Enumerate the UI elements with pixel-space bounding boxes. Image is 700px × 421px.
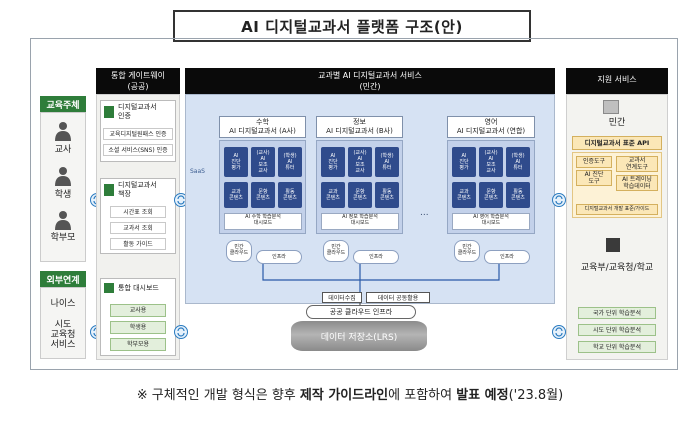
tile-question-content: 문항 콘텐츠: [479, 182, 503, 208]
center-header: 교과별 AI 디지털교과서 서비스 (민간): [185, 68, 555, 94]
public-cloud-infra: 공공 클라우드 인프라: [306, 305, 416, 319]
auth-item: 교육디지털원패스 인증: [103, 128, 173, 140]
tile-ai-assistant: (교사) AI 보조 교사: [348, 147, 372, 177]
government-label: 교육부/교육청/학교: [580, 263, 654, 273]
footnote-announce: 발표 예정: [456, 388, 509, 403]
private-infra: 인프라: [256, 250, 302, 264]
support-header: 지원 서비스: [566, 68, 668, 94]
tile-ai-diagnosis: AI 진단 평가: [452, 147, 476, 177]
sync-icon: [552, 193, 566, 207]
government-building-icon: [606, 238, 620, 252]
tile-activity-content: 활동 콘텐츠: [278, 182, 302, 208]
tile-ai-diagnosis: AI 진단 평가: [321, 147, 345, 177]
dashboard-item: 학생용: [110, 321, 166, 334]
tile-activity-content: 활동 콘텐츠: [506, 182, 530, 208]
private-cloud: 민간 클라우드: [323, 240, 349, 262]
footnote: ※ 구체적인 개발 형식은 향후 제작 가이드라인에 포함하여 발표 예정('2…: [0, 384, 700, 403]
subject-title-english: 영어 AI 디지털교과서 (연합): [447, 116, 535, 138]
external-link-label: 외부연계: [40, 271, 86, 287]
api-ai-training-data: AI 트레이닝 학습데이터: [616, 175, 658, 191]
private-infra: 인프라: [353, 250, 399, 264]
subject-title-info: 정보 AI 디지털교과서 (B사): [316, 116, 403, 138]
standard-api-title: 디지털교과서 표준 API: [572, 136, 662, 150]
auth-card-title: 디지털교과서 인증: [118, 103, 157, 120]
subject-dashboard: AI 수학 학습분석 대시보드: [224, 213, 302, 230]
building-icon: [603, 100, 619, 114]
bookshelf-item: 시간표 조회: [110, 206, 166, 218]
auth-item: 소셜 서비스(SNS) 인증: [103, 144, 173, 156]
student-person-icon: [55, 167, 71, 186]
tile-course-content: 교과 콘텐츠: [224, 182, 248, 208]
bookshelf-icon: [104, 184, 114, 196]
tile-activity-content: 활동 콘텐츠: [375, 182, 399, 208]
bookshelf-item: 교과서 조회: [110, 222, 166, 234]
school-analysis: 학교 단위 학습분석: [578, 341, 656, 353]
bookshelf-item: 활동 가이드: [110, 238, 166, 250]
sync-icon: [174, 325, 188, 339]
external-panel: [40, 287, 86, 359]
external-office: 시도 교육청 서비스: [50, 320, 76, 350]
more-subjects-ellipsis: ...: [420, 208, 429, 218]
private-cloud: 민간 클라우드: [226, 240, 252, 262]
api-auth-tool: 인증도구: [576, 156, 612, 168]
tile-question-content: 문항 콘텐츠: [251, 182, 275, 208]
sync-icon: [552, 325, 566, 339]
tile-question-content: 문항 콘텐츠: [348, 182, 372, 208]
api-dev-guide: 디지털교과서 개발 표준/가이드: [576, 204, 658, 215]
private-label: 민간: [608, 118, 626, 128]
private-cloud: 민간 클라우드: [454, 240, 480, 262]
diagram-frame: [30, 38, 678, 370]
dashboard-item: 학부모용: [110, 338, 166, 351]
lrs-storage: 데이터 저장소(LRS): [291, 321, 427, 351]
actor-student: 학생: [54, 190, 72, 200]
dashboard-card-title: 통합 대시보드: [118, 284, 159, 292]
data-share-label: 데이터 공동활용: [366, 292, 430, 303]
footnote-prefix: ※ 구체적인 개발 형식은 향후: [136, 388, 300, 403]
tile-course-content: 교과 콘텐츠: [321, 182, 345, 208]
provincial-analysis: 시도 단위 학습분석: [578, 324, 656, 336]
data-collect-label: 데이터수집: [322, 292, 362, 303]
subject-title-math: 수학 AI 디지털교과서 (A사): [219, 116, 306, 138]
tile-ai-tutor: (학생) AI 튜터: [375, 147, 399, 177]
api-ai-diagnosis-tool: AI 진단 도구: [576, 170, 612, 186]
external-neis: 나이스: [50, 299, 76, 309]
api-textbook-link-tool: 교과서 연계도구: [616, 156, 658, 172]
tile-ai-assistant: (교사) AI 보조 교사: [479, 147, 503, 177]
footnote-guideline: 제작 가이드라인: [299, 388, 389, 403]
teacher-person-icon: [55, 122, 71, 141]
dashboard-item: 교사용: [110, 304, 166, 317]
dashboard-icon: [104, 283, 114, 293]
tile-ai-tutor: (학생) AI 튜터: [506, 147, 530, 177]
bookshelf-card-title: 디지털교과서 책장: [118, 181, 157, 198]
tile-ai-tutor: (학생) AI 튜터: [278, 147, 302, 177]
parent-person-icon: [55, 211, 71, 230]
footnote-mid: 에 포함하여: [388, 388, 457, 403]
actor-teacher: 교사: [54, 145, 72, 155]
subject-dashboard: AI 정보 학습분석 대시보드: [321, 213, 399, 230]
private-infra: 인프라: [484, 250, 530, 264]
actor-parent: 학부모: [50, 233, 76, 243]
page-title: AI 디지털교과서 플랫폼 구조(안): [173, 10, 531, 42]
tile-course-content: 교과 콘텐츠: [452, 182, 476, 208]
saas-label: SaaS: [190, 168, 205, 175]
national-analysis: 국가 단위 학습분석: [578, 307, 656, 319]
gateway-header: 통합 게이트웨이 (공공): [96, 68, 180, 94]
support-column: [566, 94, 668, 360]
subject-dashboard: AI 영어 학습분석 대시보드: [452, 213, 530, 230]
education-subject-label: 교육주체: [40, 96, 86, 112]
lock-icon: [104, 106, 114, 118]
footnote-date: ('23.8월): [508, 388, 564, 403]
tile-ai-diagnosis: AI 진단 평가: [224, 147, 248, 177]
tile-ai-assistant: (교사) AI 보조 교사: [251, 147, 275, 177]
